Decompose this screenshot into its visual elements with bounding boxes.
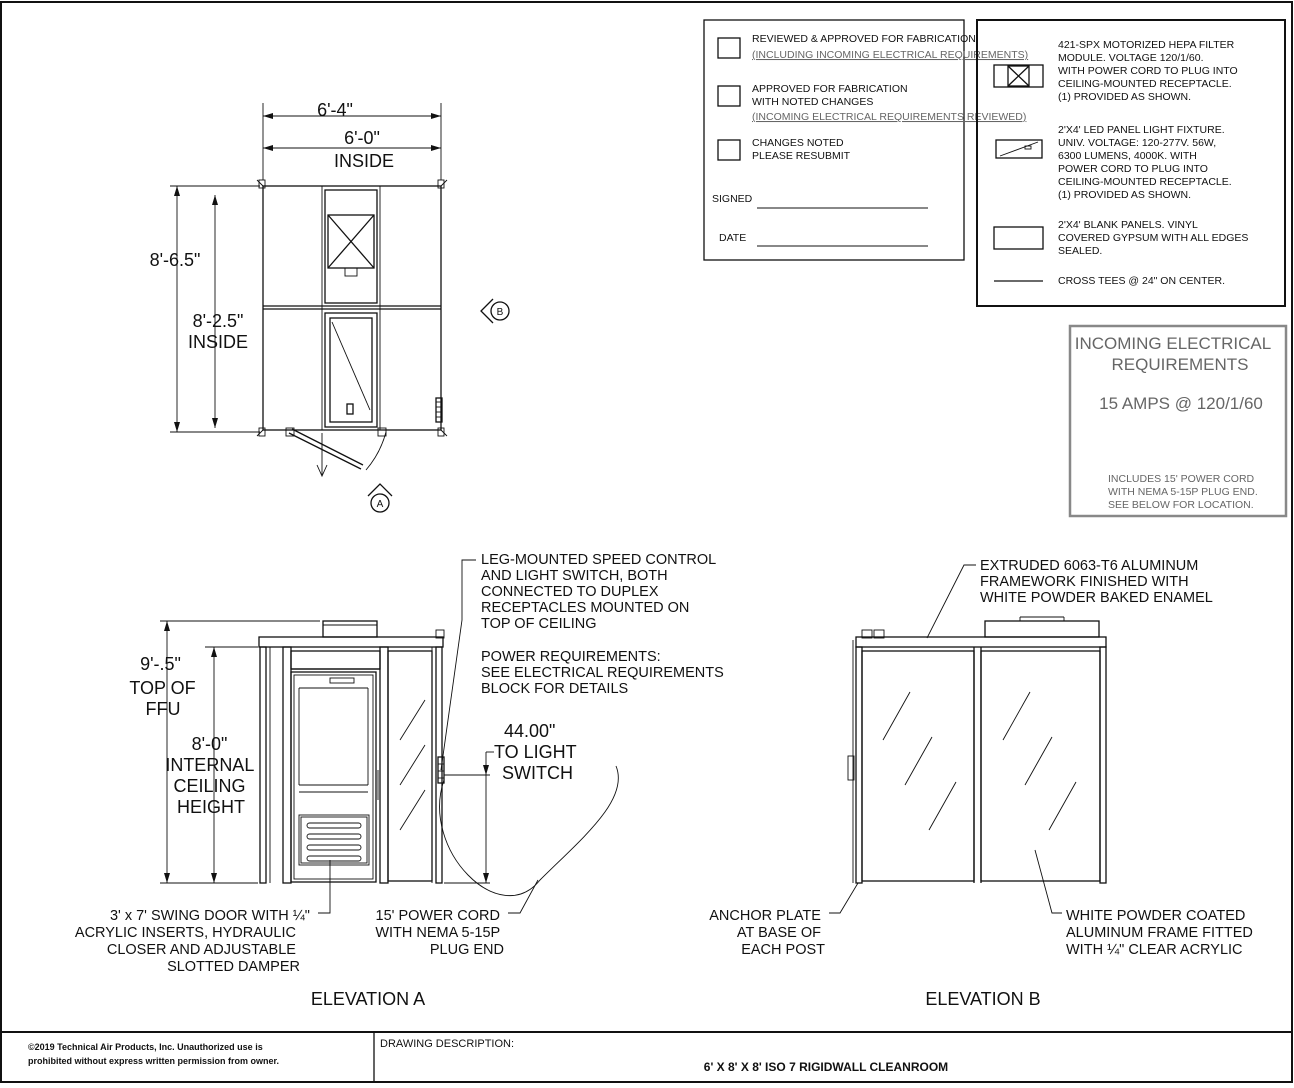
- approval-block: REVIEWED & APPROVED FOR FABRICATION (INC…: [703, 19, 1028, 261]
- signed-label: SIGNED: [712, 193, 753, 205]
- speed-control-switch-icon: [437, 756, 445, 784]
- elev-a-door-note: 3' x 7' SWING DOOR WITH ¼" ACRYLIC INSER…: [75, 908, 314, 975]
- elev-a-power-note: POWER REQUIREMENTS: SEE ELECTRICAL REQUI…: [481, 649, 728, 697]
- plan-view: 6'-4" 6'-0" INSIDE: [150, 100, 510, 513]
- elev-a-switch-height-dim: 44.00" TO LIGHT SWITCH: [494, 721, 581, 783]
- approval-option-2-line2: WITH NOTED CHANGES: [752, 96, 873, 108]
- ffu-unit-icon: [322, 620, 378, 638]
- copyright-line-1: ©2019 Technical Air Products, Inc. Unaut…: [28, 1042, 263, 1052]
- elev-a-ffu-height-dim: 9'-.5" TOP OF FFU: [129, 654, 200, 719]
- electrical-title-2: REQUIREMENTS: [1112, 355, 1249, 374]
- plan-length-inside-label: INSIDE: [188, 332, 248, 352]
- section-marker-b-icon: B: [480, 298, 510, 324]
- plan-hepa-filter-icon: [324, 189, 378, 304]
- approval-option-1: REVIEWED & APPROVED FOR FABRICATION: [752, 33, 976, 45]
- drawing-description: 6' X 8' X 8' ISO 7 RIGIDWALL CLEANROOM: [704, 1060, 948, 1074]
- section-marker-a-icon: A: [367, 483, 393, 513]
- elev-b-frame-note: EXTRUDED 6063-T6 ALUMINUM FRAMEWORK FINI…: [980, 558, 1213, 606]
- elev-b-speed-control-icon: [847, 755, 855, 781]
- elev-a-ceiling-height-dim: 8'-0" INTERNAL CEILING HEIGHT: [165, 734, 258, 817]
- plan-width-inside-label: INSIDE: [334, 151, 394, 171]
- elev-b-ffu-unit-icon: [984, 620, 1100, 638]
- plan-width-inside-dim: 6'-0": [344, 128, 380, 148]
- approval-option-3: CHANGES NOTED: [752, 137, 844, 149]
- approve-with-changes-checkbox[interactable]: [717, 85, 741, 107]
- legend-cross-tees-text: CROSS TEES @ 24" ON CENTER.: [1058, 275, 1225, 287]
- electrical-title-1: INCOMING ELECTRICAL: [1075, 334, 1271, 353]
- plan-speed-control-icon: [435, 397, 443, 423]
- electrical-requirements-block: INCOMING ELECTRICAL REQUIREMENTS 15 AMPS…: [1068, 324, 1288, 518]
- hepa-filter-symbol-icon: [993, 64, 1044, 88]
- approval-option-3-line2: PLEASE RESUBMIT: [752, 150, 851, 162]
- led-light-symbol-icon: [995, 139, 1043, 159]
- approval-option-2: APPROVED FOR FABRICATION: [752, 83, 908, 95]
- approval-option-1-note: (INCLUDING INCOMING ELECTRICAL REQUIREME…: [752, 49, 1028, 61]
- elevation-a: 9'-.5" TOP OF FFU 8'-0" INTERNAL CEILING…: [75, 552, 728, 1009]
- elevation-b: EXTRUDED 6063-T6 ALUMINUM FRAMEWORK FINI…: [709, 558, 1257, 1009]
- drawing-description-label: DRAWING DESCRIPTION:: [380, 1038, 514, 1050]
- power-cord-icon: [439, 765, 619, 896]
- elev-a-cord-note: 15' POWER CORD WITH NEMA 5-15P PLUG END: [375, 908, 504, 958]
- svg-text:A: A: [377, 499, 384, 510]
- elevation-a-title: ELEVATION A: [311, 989, 425, 1009]
- legend-block: 421-SPX MOTORIZED HEPA FILTER MODULE. VO…: [976, 19, 1286, 307]
- legend-blank-text: 2'X4' BLANK PANELS. VINYL COVERED GYPSUM…: [1058, 219, 1251, 257]
- title-block: ©2019 Technical Air Products, Inc. Unaut…: [1, 1031, 1292, 1082]
- plan-length-inside-dim: 8'-2.5": [193, 311, 244, 331]
- elev-b-anchor-note: ANCHOR PLATE AT BASE OF EACH POST: [709, 908, 825, 958]
- date-label: DATE: [719, 232, 746, 244]
- legend-led-text: 2'X4' LED PANEL LIGHT FIXTURE. UNIV. VOL…: [1058, 124, 1235, 201]
- elevation-b-title: ELEVATION B: [925, 989, 1040, 1009]
- approve-checkbox[interactable]: [717, 37, 741, 59]
- electrical-rating: 15 AMPS @ 120/1/60: [1099, 394, 1263, 413]
- electrical-note: INCLUDES 15' POWER CORD WITH NEMA 5-15P …: [1108, 473, 1261, 511]
- approval-option-2-note: (INCOMING ELECTRICAL REQUIREMENTS REVIEW…: [752, 111, 1026, 123]
- swing-door: [290, 671, 379, 883]
- legend-hepa-text: 421-SPX MOTORIZED HEPA FILTER MODULE. VO…: [1058, 39, 1241, 103]
- elev-a-switch-note: LEG-MOUNTED SPEED CONTROL AND LIGHT SWIT…: [481, 552, 720, 632]
- blank-panel-symbol-icon: [993, 226, 1044, 250]
- copyright-line-2: prohibited without express written permi…: [28, 1056, 279, 1066]
- plan-door-swing: [285, 427, 387, 478]
- svg-text:B: B: [497, 307, 504, 318]
- plan-length-outside-dim: 8'-6.5": [150, 250, 201, 270]
- resubmit-checkbox[interactable]: [717, 139, 741, 161]
- plan-led-light-icon: [324, 312, 378, 428]
- elev-b-panel-note: WHITE POWDER COATED ALUMINUM FRAME FITTE…: [1066, 908, 1257, 958]
- plan-width-outside-dim: 6'-4": [317, 100, 353, 120]
